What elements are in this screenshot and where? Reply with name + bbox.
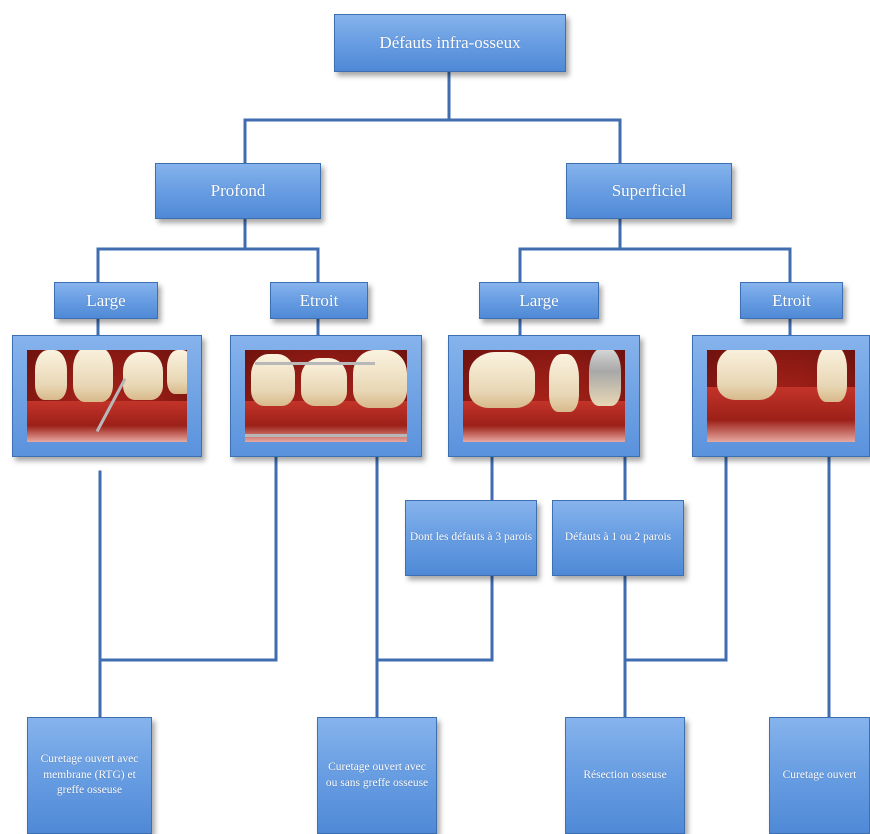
shallow-node: Superficiel bbox=[566, 163, 732, 219]
treatment-rtg-graft: Curetage ouvert avec membrane (RTG) et g… bbox=[27, 717, 152, 834]
treatment-bone-resection-label: Résection osseuse bbox=[583, 768, 666, 784]
deep-large-label: Large bbox=[86, 291, 125, 311]
clinical-photo-image bbox=[27, 350, 187, 442]
treatment-open-with-without-graft-label: Curetage ouvert avec ou sans greffe osse… bbox=[321, 760, 433, 791]
treatment-bone-resection: Résection osseuse bbox=[565, 717, 685, 834]
treatment-open-curettage-label: Curetage ouvert bbox=[783, 768, 857, 784]
treatment-rtg-graft-label: Curetage ouvert avec membrane (RTG) et g… bbox=[31, 752, 148, 799]
clinical-photo-image bbox=[245, 350, 407, 442]
shallow-narrow-node: Etroit bbox=[740, 282, 843, 319]
root-node: Défauts infra-osseux bbox=[334, 14, 566, 72]
one-two-walls-node: Défauts à 1 ou 2 parois bbox=[552, 500, 684, 576]
clinical-photo-image bbox=[463, 350, 625, 442]
deep-node: Profond bbox=[155, 163, 321, 219]
deep-label: Profond bbox=[211, 181, 266, 201]
three-walls-node: Dont les défauts à 3 parois bbox=[405, 500, 537, 576]
shallow-large-node: Large bbox=[479, 282, 599, 319]
shallow-large-label: Large bbox=[519, 291, 558, 311]
deep-large-node: Large bbox=[54, 282, 158, 319]
treatment-open-with-without-graft: Curetage ouvert avec ou sans greffe osse… bbox=[317, 717, 437, 834]
root-label: Défauts infra-osseux bbox=[379, 33, 520, 53]
deep-narrow-node: Etroit bbox=[270, 282, 368, 319]
photo-deep-narrow bbox=[230, 335, 422, 457]
photo-shallow-large bbox=[448, 335, 640, 457]
one-two-walls-label: Défauts à 1 ou 2 parois bbox=[565, 530, 671, 546]
photo-deep-large bbox=[12, 335, 202, 457]
photo-shallow-narrow bbox=[692, 335, 870, 457]
shallow-label: Superficiel bbox=[612, 181, 687, 201]
shallow-narrow-label: Etroit bbox=[772, 291, 811, 311]
clinical-photo-image bbox=[707, 350, 855, 442]
deep-narrow-label: Etroit bbox=[300, 291, 339, 311]
treatment-open-curettage: Curetage ouvert bbox=[769, 717, 870, 834]
three-walls-label: Dont les défauts à 3 parois bbox=[410, 530, 532, 546]
